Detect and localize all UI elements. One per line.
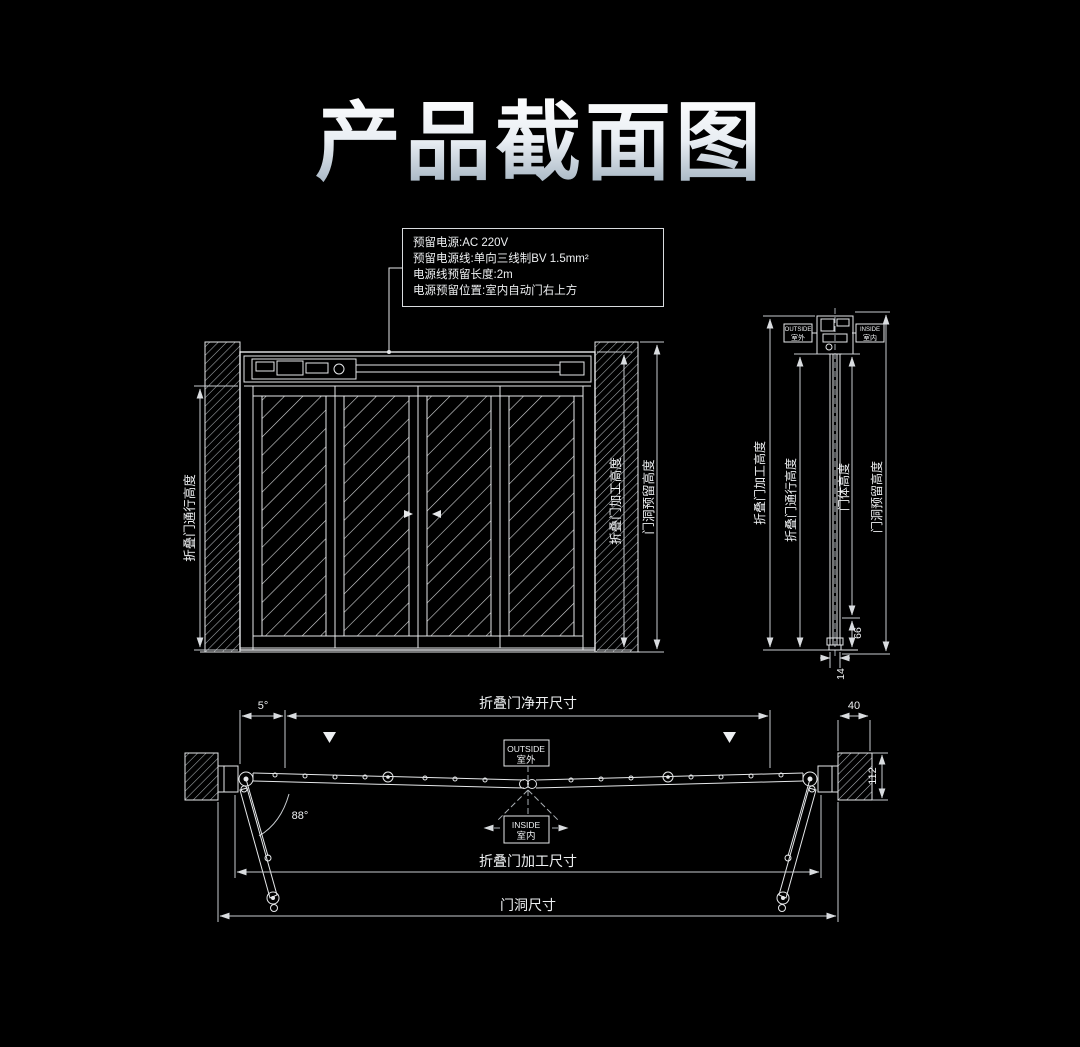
dim-value-88deg: 88° bbox=[292, 810, 309, 822]
dim-label-side-passage-height: 折叠门通行高度 bbox=[783, 458, 798, 542]
side-section-view: OUTSIDE 室外 INSIDE 室内 bbox=[752, 308, 890, 680]
power-info-box: 预留电源:AC 220V 预留电源线:单向三线制BV 1.5mm² 电源线预留长… bbox=[402, 228, 664, 307]
info-line-wire: 预留电源线:单向三线制BV 1.5mm² bbox=[413, 253, 589, 265]
plan-bottom-dimensions bbox=[217, 752, 888, 922]
plan-inside-en-label: INSIDE bbox=[512, 820, 541, 830]
center-meet-arrow-icon bbox=[404, 510, 413, 518]
plan-inside-tag bbox=[503, 815, 550, 844]
plan-swing-lines bbox=[483, 766, 569, 832]
side-outside-tag bbox=[783, 323, 817, 343]
side-inside-en-label: INSIDE bbox=[860, 327, 880, 333]
info-leader-line bbox=[387, 267, 402, 354]
glass-panel bbox=[343, 395, 410, 637]
plan-outside-cn-label: 室外 bbox=[516, 754, 536, 766]
dim-value-14: 14 bbox=[835, 668, 847, 680]
dim-label-front-passage-height: 折叠门通行高度 bbox=[182, 474, 197, 562]
glass-panel bbox=[261, 395, 327, 637]
dim-label-front-opening-height: 门洞预留高度 bbox=[641, 459, 656, 535]
side-door-profile bbox=[816, 308, 858, 658]
info-line-length: 电源线预留长度:2m bbox=[413, 269, 513, 281]
plan-walls bbox=[184, 752, 873, 801]
dim-value-66: 66 bbox=[852, 627, 864, 639]
side-inside-cn-label: 室内 bbox=[863, 333, 877, 342]
front-walls bbox=[200, 341, 662, 653]
angle-88-arc bbox=[258, 793, 290, 837]
side-outside-en-label: OUTSIDE bbox=[785, 327, 812, 333]
side-dimensions bbox=[763, 311, 890, 668]
plan-top-dimensions bbox=[239, 710, 871, 768]
plan-outside-tag bbox=[503, 739, 550, 767]
glass-panel bbox=[508, 395, 575, 637]
plan-inside-cn-label: 室内 bbox=[516, 830, 535, 842]
info-line-power: 预留电源:AC 220V bbox=[413, 237, 509, 249]
plan-view: 5° 折叠门净开尺寸 40 bbox=[184, 695, 888, 922]
dim-label-side-process-height: 折叠门加工高度 bbox=[752, 441, 767, 525]
dim-value-5deg: 5° bbox=[258, 700, 269, 712]
fold-direction-arrow-icon bbox=[323, 732, 336, 743]
info-line-position: 电源预留位置:室内自动门右上方 bbox=[413, 285, 578, 297]
dim-label-net-width: 折叠门净开尺寸 bbox=[479, 695, 577, 711]
dim-label-opening-width: 门洞尺寸 bbox=[500, 897, 556, 913]
center-meet-arrow-icon bbox=[432, 510, 441, 518]
dim-label-front-process-height: 折叠门加工高度 bbox=[608, 457, 623, 545]
fold-direction-arrow-icon bbox=[723, 732, 736, 743]
plan-folding-arms bbox=[239, 778, 817, 912]
front-elevation-view: 折叠门通行高度 折叠门加工高度 门洞预留高度 bbox=[182, 341, 664, 653]
front-dimensions bbox=[194, 341, 664, 653]
page-title: 产品截面图 bbox=[0, 72, 1080, 197]
dim-value-40: 40 bbox=[848, 700, 860, 712]
dim-label-side-opening-height: 门洞预留高度 bbox=[869, 461, 884, 533]
side-outside-cn-label: 室外 bbox=[791, 333, 805, 342]
dim-value-112: 112 bbox=[867, 767, 879, 785]
dim-label-process-width: 折叠门加工尺寸 bbox=[479, 853, 577, 869]
front-header-mechanism bbox=[251, 358, 585, 380]
front-door-leaves bbox=[240, 386, 595, 650]
plan-outside-en-label: OUTSIDE bbox=[507, 744, 545, 754]
dim-label-side-door-height: 门体高度 bbox=[836, 463, 851, 511]
